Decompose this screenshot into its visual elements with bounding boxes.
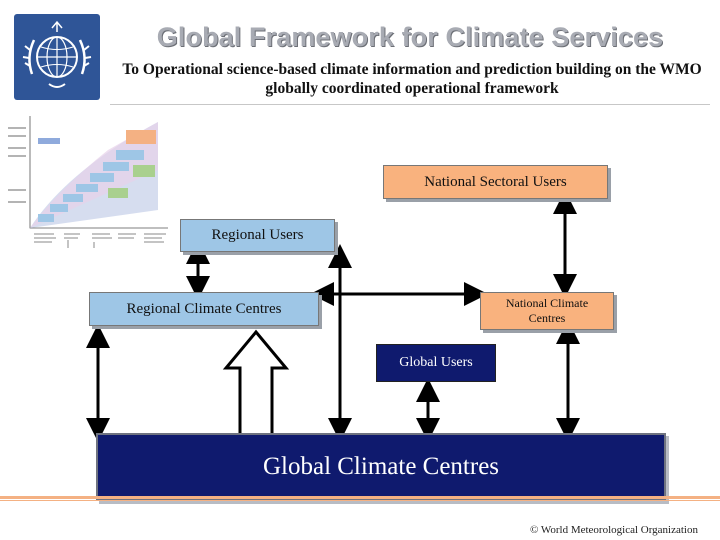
footer-rule bbox=[0, 496, 720, 499]
national-sectoral-users-label: National Sectoral Users bbox=[424, 173, 567, 190]
regional-users-box: Regional Users bbox=[180, 219, 335, 252]
regional-climate-centres-label: Regional Climate Centres bbox=[126, 300, 282, 317]
regional-climate-centres-box: Regional Climate Centres bbox=[89, 292, 319, 326]
national-climate-centres-label: National Climate Centres bbox=[505, 296, 589, 325]
title-divider bbox=[110, 104, 710, 105]
page-title: Global Framework for Climate Services bbox=[156, 22, 664, 52]
regional-users-label: Regional Users bbox=[211, 227, 304, 243]
block-arrow-gcc-to-rcc bbox=[222, 329, 290, 438]
global-users-label: Global Users bbox=[399, 355, 473, 370]
page-subtitle: To Operational science-based climate inf… bbox=[122, 61, 702, 97]
wmo-emblem-icon bbox=[22, 20, 92, 88]
copyright-notice: © World Meteorological Organization bbox=[529, 524, 698, 536]
national-climate-centres-box: National Climate Centres bbox=[480, 292, 614, 330]
national-sectoral-users-box: National Sectoral Users bbox=[383, 165, 608, 199]
global-users-box: Global Users bbox=[376, 344, 496, 382]
seamless-services-thumbnail bbox=[8, 110, 178, 250]
wmo-logo bbox=[14, 14, 100, 100]
footer-rule-thin bbox=[0, 500, 720, 501]
global-climate-centres-box: Global Climate Centres bbox=[96, 433, 666, 501]
global-climate-centres-label: Global Climate Centres bbox=[262, 453, 500, 480]
